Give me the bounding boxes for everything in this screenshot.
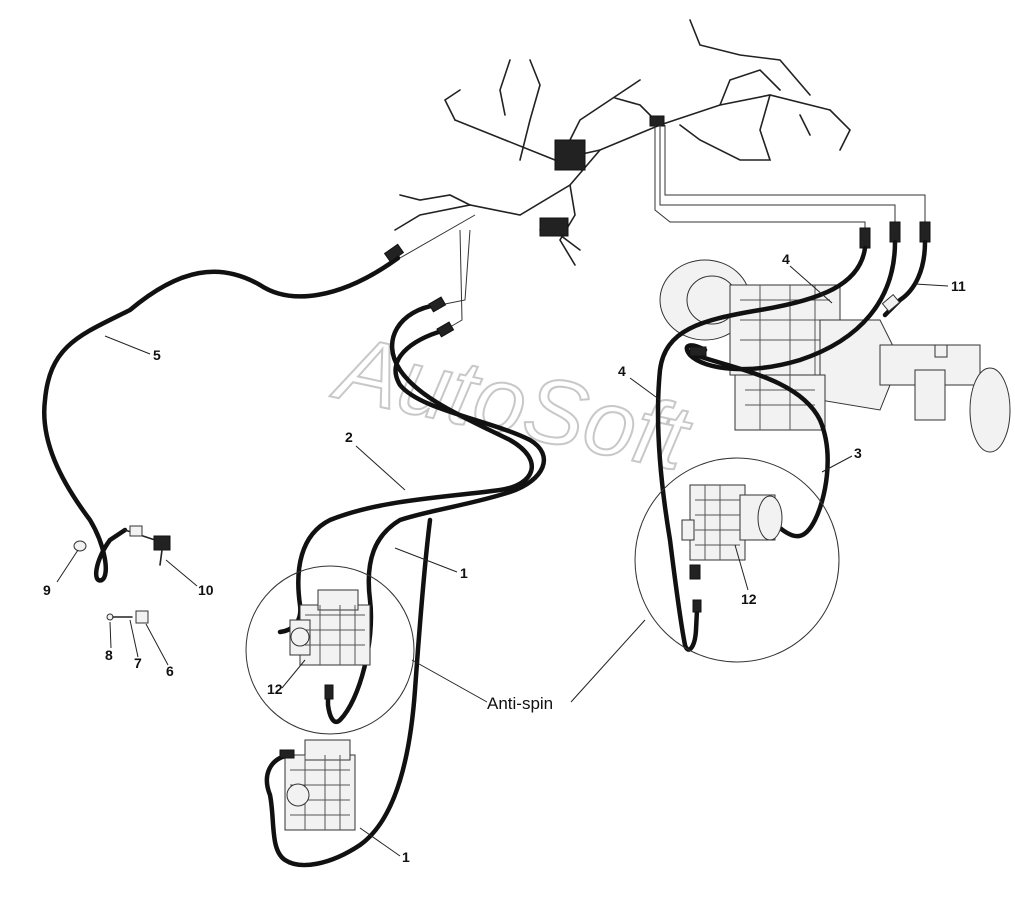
- detail-circle-right: [634, 457, 840, 663]
- cable-3: [692, 352, 830, 539]
- callout-1-upper: 1: [460, 565, 468, 581]
- callout-4-top: 4: [782, 251, 790, 267]
- cable-4-inner: [684, 239, 898, 372]
- callout-3: 3: [854, 445, 862, 461]
- callout-2: 2: [345, 429, 353, 445]
- callout-1-lower: 1: [402, 849, 410, 865]
- transmission-axle: [659, 259, 1011, 453]
- motor-12-right: [681, 484, 783, 613]
- cable-2: [277, 302, 534, 635]
- watermark: AutoSoft: [325, 316, 700, 491]
- callout-10: 10: [198, 582, 214, 598]
- part-6: [135, 610, 149, 624]
- callout-8: 8: [105, 647, 113, 663]
- cable-4-outer: [655, 245, 868, 652]
- part-9: [73, 540, 87, 552]
- callout-4-left: 4: [618, 363, 626, 379]
- callout-5: 5: [153, 347, 161, 363]
- cable-1-lower: [264, 517, 433, 868]
- cable-1-upper: [325, 327, 547, 725]
- callout-12-left: 12: [267, 681, 283, 697]
- anti-spin-label: Anti-spin: [487, 694, 553, 713]
- cable-5: [42, 255, 401, 583]
- motor-lower: [279, 739, 356, 831]
- anti-spin-leader-left: [411, 659, 488, 703]
- callout-12-right: 12: [741, 591, 757, 607]
- callout-11: 11: [951, 278, 966, 294]
- motor-12-left: [289, 589, 371, 700]
- part-10: [124, 525, 171, 566]
- main-wiring-harness: [394, 19, 851, 266]
- callout-9: 9: [43, 582, 51, 598]
- connector-4-inner: [689, 346, 707, 357]
- anti-spin-leader-right: [570, 619, 646, 703]
- harness-branch-lines: [399, 125, 926, 331]
- connector-1: [436, 321, 455, 338]
- callout-7: 7: [134, 655, 142, 671]
- connector-2: [428, 296, 447, 313]
- cable-11: [882, 239, 928, 318]
- callout-leaders: [56, 265, 949, 857]
- part-8: [106, 613, 114, 621]
- sensor-11: [881, 293, 901, 313]
- connector-5: [383, 243, 405, 263]
- detail-circle-left: [245, 565, 415, 735]
- callout-6: 6: [166, 663, 174, 679]
